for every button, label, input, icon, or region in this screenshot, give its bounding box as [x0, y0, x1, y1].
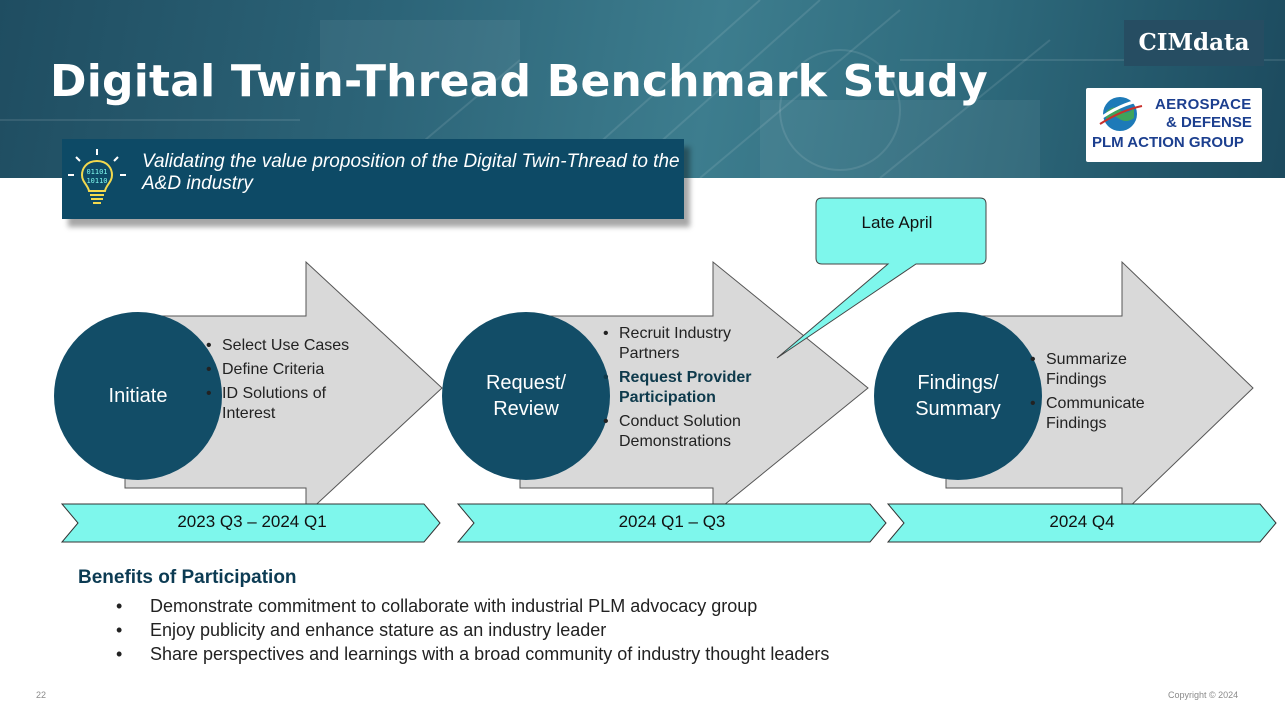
bullet-item-highlighted: Request Provider Participation: [603, 368, 783, 408]
timeline-chevron-3: [886, 503, 1277, 543]
benefit-item: Enjoy publicity and enhance stature as a…: [112, 618, 829, 642]
phase-1-bullets: Select Use Cases Define Criteria ID Solu…: [206, 336, 356, 428]
bullet-item: Summarize Findings: [1030, 350, 1170, 390]
timeline-chevron-1: [60, 503, 441, 543]
subtitle: Validating the value proposition of the …: [142, 151, 680, 194]
phase-3-bullets: Summarize Findings Communicate Findings: [1030, 350, 1170, 438]
bullet-item: Recruit Industry Partners: [603, 324, 783, 364]
benefits-list: Demonstrate commitment to collaborate wi…: [112, 594, 829, 666]
svg-text:10110: 10110: [86, 177, 107, 185]
benefits-heading: Benefits of Participation: [78, 567, 297, 588]
bullet-item: Conduct Solution Demonstrations: [603, 412, 783, 452]
callout-shape: [776, 197, 987, 359]
phase-name-line1: Request/: [485, 372, 567, 394]
phase-name: Initiate: [108, 385, 168, 407]
timeline-label-3: 2024 Q4: [1049, 512, 1115, 531]
cimdata-logo: CIMdata: [1124, 20, 1264, 66]
timeline-label-2: 2024 Q1 – Q3: [618, 512, 726, 531]
phase-name-line2: Review: [493, 398, 559, 420]
ad-logo-line1: AEROSPACE: [1155, 96, 1252, 113]
aerospace-defense-logo: AEROSPACE & DEFENSE PLM ACTION GROUP: [1086, 88, 1262, 162]
bullet-item: Define Criteria: [206, 360, 356, 380]
copyright: Copyright © 2024: [1168, 690, 1239, 700]
phase-circle-request-review: Request/ Review: [442, 312, 610, 480]
bullet-item: Select Use Cases: [206, 336, 356, 356]
phase-circle-findings-summary: Findings/ Summary: [874, 312, 1042, 480]
phase-name-line1: Findings/: [917, 372, 999, 394]
timeline-label-1: 2023 Q3 – 2024 Q1: [177, 512, 327, 531]
subtitle-box: 01101 10110 Validating the value proposi…: [62, 139, 684, 219]
bullet-item: Communicate Findings: [1030, 394, 1170, 434]
globe-icon: [1097, 97, 1143, 131]
timeline-chevron-2: [456, 503, 887, 543]
benefit-item: Demonstrate commitment to collaborate wi…: [112, 594, 829, 618]
phase-name: Request/ Review: [486, 370, 566, 422]
phase-name-line2: Summary: [915, 398, 1001, 420]
page-number: 22: [36, 690, 47, 700]
phase-2-bullets: Recruit Industry Partners Request Provid…: [603, 324, 783, 456]
phase-name: Findings/ Summary: [915, 370, 1001, 422]
benefit-item: Share perspectives and learnings with a …: [112, 642, 829, 666]
lightbulb-icon: 01101 10110: [68, 149, 126, 204]
ad-logo-line2: & DEFENSE: [1166, 114, 1252, 131]
page-title: Digital Twin-Thread Benchmark Study: [50, 56, 988, 107]
svg-text:01101: 01101: [86, 168, 107, 176]
callout-late-april: Late April: [861, 213, 933, 232]
phase-circle-initiate: Initiate: [54, 312, 222, 480]
ad-logo-line3: PLM ACTION GROUP: [1092, 134, 1244, 151]
bullet-item: ID Solutions of Interest: [206, 384, 356, 424]
